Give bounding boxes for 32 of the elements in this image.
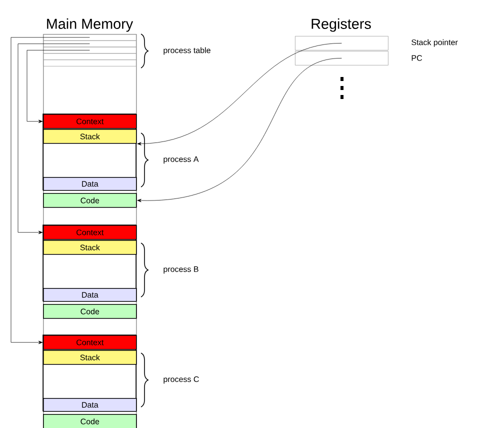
node-label: Stack pointer [412,39,458,47]
memory-block: Code [43,414,137,428]
memory-block: Data [43,398,137,412]
memory-block: Data [43,177,137,191]
table-row [43,53,136,60]
memory-block: Context [43,335,137,350]
memory-block: Data [43,288,137,302]
memory-block: Stack [43,350,137,365]
register-box: PC [295,51,422,66]
table-row [43,46,136,54]
register-box: Stack pointer [295,36,458,50]
memory-block: Stack [43,240,137,255]
memory-block: Code [43,304,137,319]
arrow [137,43,342,146]
arrow [137,58,342,202]
node-label: PC [412,55,422,61]
table-row [43,40,136,48]
arrow [26,50,90,124]
brace-label: process C [164,376,199,384]
arrow [18,44,90,234]
brace-label: process table [164,47,210,55]
table-row [43,60,136,66]
table-row [43,34,136,41]
brace-label: process A [164,156,199,164]
heading: Registers [312,18,371,32]
memory-block: Context [43,114,137,129]
node-label: Main Memory [47,18,134,32]
brace-label: process B [164,266,198,274]
memory-block: Stack [43,129,137,144]
memory-block: Context [43,225,137,240]
arrow [10,37,90,344]
memory-block: Code [43,193,137,208]
